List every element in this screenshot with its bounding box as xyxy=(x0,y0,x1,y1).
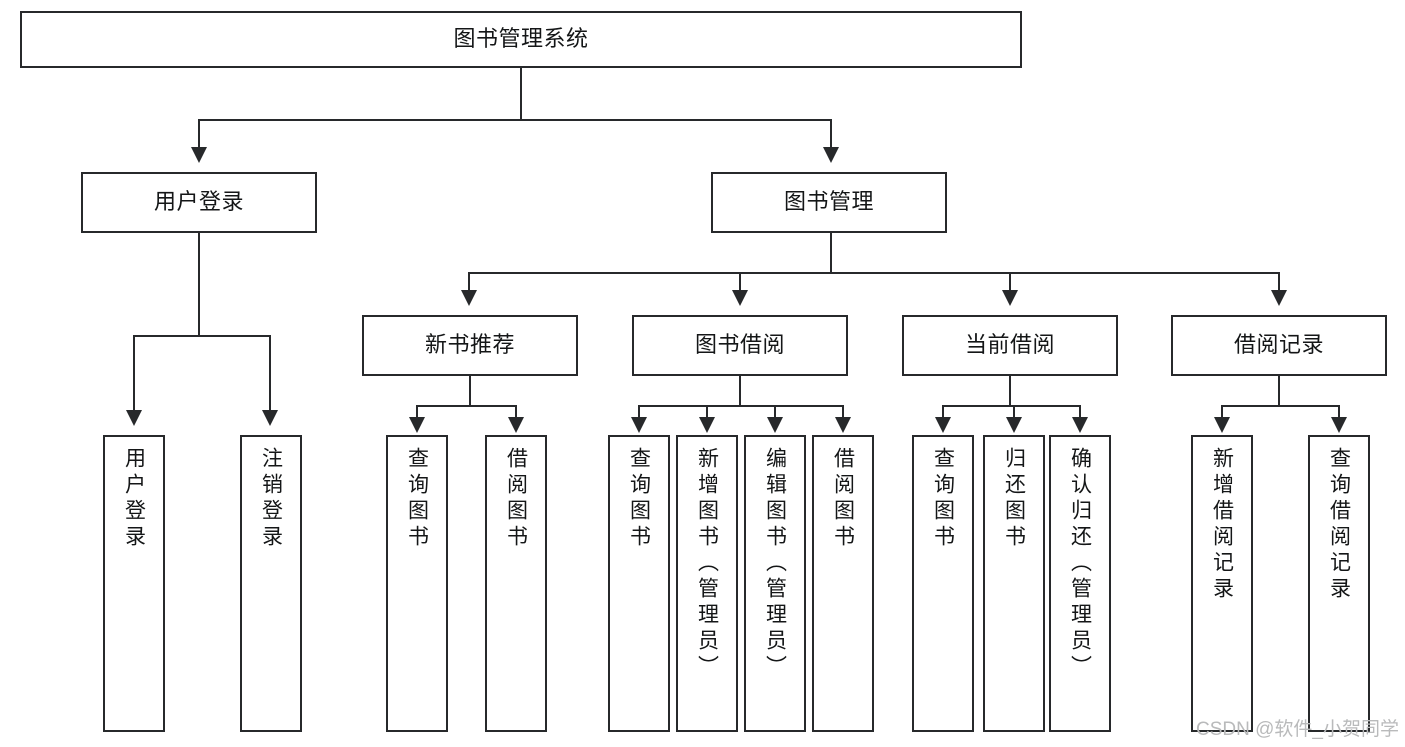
connector-nbr-to-leaf-1 xyxy=(416,405,418,419)
arrow-user-login-to-leaf-1 xyxy=(126,410,142,426)
connector-book-management-stem xyxy=(830,233,832,273)
connector-nbr-to-leaf-2 xyxy=(515,405,517,419)
connector-bb-to-leaf-3 xyxy=(774,405,776,419)
node-root-library-management-system[interactable]: 图书管理系统 xyxy=(20,11,1022,68)
arrow-bb-to-leaf-4 xyxy=(835,417,851,433)
arrow-user-login-to-leaf-2 xyxy=(262,410,278,426)
leaf-return-book[interactable]: 归还图书 xyxy=(983,435,1045,732)
node-label: 新书推荐 xyxy=(424,332,515,358)
connector-root-bus xyxy=(198,119,832,121)
connector-bb-to-leaf-1 xyxy=(638,405,640,419)
leaf-label: 新增借阅记录 xyxy=(1210,447,1234,603)
node-label: 图书借阅 xyxy=(694,332,785,358)
node-new-book-recommend[interactable]: 新书推荐 xyxy=(362,315,578,376)
connector-br-stem xyxy=(1278,376,1280,407)
csdn-watermark: CSDN @软件_小贺同学 xyxy=(1196,719,1399,740)
connector-cb-to-leaf-1 xyxy=(942,405,944,419)
arrow-cb-to-leaf-1 xyxy=(935,417,951,433)
node-label: 借阅记录 xyxy=(1233,332,1324,358)
leaf-borrow-book-recommend[interactable]: 借阅图书 xyxy=(485,435,547,732)
connector-root-stem xyxy=(520,68,522,120)
leaf-label: 借阅图书 xyxy=(831,447,855,551)
connector-bb-to-leaf-2 xyxy=(706,405,708,419)
arrow-bm-to-borrow-record xyxy=(1271,290,1287,306)
connector-user-login-to-leaf-1 xyxy=(133,335,135,412)
leaf-confirm-return-admin[interactable]: 确认归还（管理员） xyxy=(1049,435,1111,732)
leaf-query-borrow-record[interactable]: 查询借阅记录 xyxy=(1308,435,1370,732)
leaf-label: 注销登录 xyxy=(259,447,283,551)
arrow-bb-to-leaf-3 xyxy=(767,417,783,433)
node-label: 图书管理 xyxy=(783,189,874,215)
node-book-borrow[interactable]: 图书借阅 xyxy=(632,315,848,376)
connector-br-bus xyxy=(1221,405,1338,407)
node-current-borrow[interactable]: 当前借阅 xyxy=(902,315,1118,376)
arrow-nbr-to-leaf-2 xyxy=(508,417,524,433)
arrow-nbr-to-leaf-1 xyxy=(409,417,425,433)
connector-root-to-user-login xyxy=(198,119,200,149)
leaf-label: 查询图书 xyxy=(405,447,429,551)
connector-br-to-leaf-1 xyxy=(1221,405,1223,419)
leaf-label: 借阅图书 xyxy=(504,447,528,551)
connector-root-to-book-management xyxy=(830,119,832,149)
leaf-label: 用户登录 xyxy=(122,447,146,551)
arrow-bb-to-leaf-1 xyxy=(631,417,647,433)
leaf-label: 确认归还（管理员） xyxy=(1068,447,1092,681)
connector-bm-to-current-borrow xyxy=(1009,272,1011,292)
connector-cb-to-leaf-3 xyxy=(1079,405,1081,419)
arrow-br-to-leaf-2 xyxy=(1331,417,1347,433)
arrow-root-to-book-management xyxy=(823,147,839,163)
node-book-management[interactable]: 图书管理 xyxy=(711,172,947,233)
leaf-query-book-current[interactable]: 查询图书 xyxy=(912,435,974,732)
connector-book-management-bus xyxy=(468,272,1280,274)
node-borrow-record[interactable]: 借阅记录 xyxy=(1171,315,1387,376)
connector-bb-stem xyxy=(739,376,741,407)
connector-bm-to-book-borrow xyxy=(739,272,741,292)
leaf-label: 新增图书（管理员） xyxy=(695,447,719,681)
leaf-label: 查询借阅记录 xyxy=(1327,447,1351,603)
arrow-root-to-user-login xyxy=(191,147,207,163)
leaf-logout[interactable]: 注销登录 xyxy=(240,435,302,732)
connector-user-login-bus xyxy=(133,335,271,337)
connector-bm-to-new-book-recommend xyxy=(468,272,470,292)
leaf-query-book-borrow[interactable]: 查询图书 xyxy=(608,435,670,732)
node-label: 图书管理系统 xyxy=(453,26,589,52)
node-user-login[interactable]: 用户登录 xyxy=(81,172,317,233)
leaf-borrow-book[interactable]: 借阅图书 xyxy=(812,435,874,732)
connector-bb-bus xyxy=(638,405,843,407)
leaf-edit-book-admin[interactable]: 编辑图书（管理员） xyxy=(744,435,806,732)
leaf-add-book-admin[interactable]: 新增图书（管理员） xyxy=(676,435,738,732)
connector-user-login-stem xyxy=(198,233,200,336)
node-label: 当前借阅 xyxy=(964,332,1055,358)
connector-br-to-leaf-2 xyxy=(1338,405,1340,419)
connector-bb-to-leaf-4 xyxy=(842,405,844,419)
connector-cb-to-leaf-2 xyxy=(1013,405,1015,419)
connector-cb-stem xyxy=(1009,376,1011,407)
arrow-cb-to-leaf-3 xyxy=(1072,417,1088,433)
arrow-bm-to-new-book-recommend xyxy=(461,290,477,306)
leaf-label: 归还图书 xyxy=(1002,447,1026,551)
leaf-label: 查询图书 xyxy=(931,447,955,551)
connector-nbr-stem xyxy=(469,376,471,407)
connector-bm-to-borrow-record xyxy=(1278,272,1280,292)
leaf-user-login[interactable]: 用户登录 xyxy=(103,435,165,732)
arrow-cb-to-leaf-2 xyxy=(1006,417,1022,433)
arrow-br-to-leaf-1 xyxy=(1214,417,1230,433)
connector-nbr-bus xyxy=(416,405,516,407)
connector-user-login-to-leaf-2 xyxy=(269,335,271,412)
leaf-label: 编辑图书（管理员） xyxy=(763,447,787,681)
arrow-bm-to-current-borrow xyxy=(1002,290,1018,306)
leaf-label: 查询图书 xyxy=(627,447,651,551)
arrow-bm-to-book-borrow xyxy=(732,290,748,306)
arrow-bb-to-leaf-2 xyxy=(699,417,715,433)
leaf-query-book-recommend[interactable]: 查询图书 xyxy=(386,435,448,732)
node-label: 用户登录 xyxy=(153,189,244,215)
connector-cb-bus xyxy=(942,405,1080,407)
leaf-add-borrow-record[interactable]: 新增借阅记录 xyxy=(1191,435,1253,732)
